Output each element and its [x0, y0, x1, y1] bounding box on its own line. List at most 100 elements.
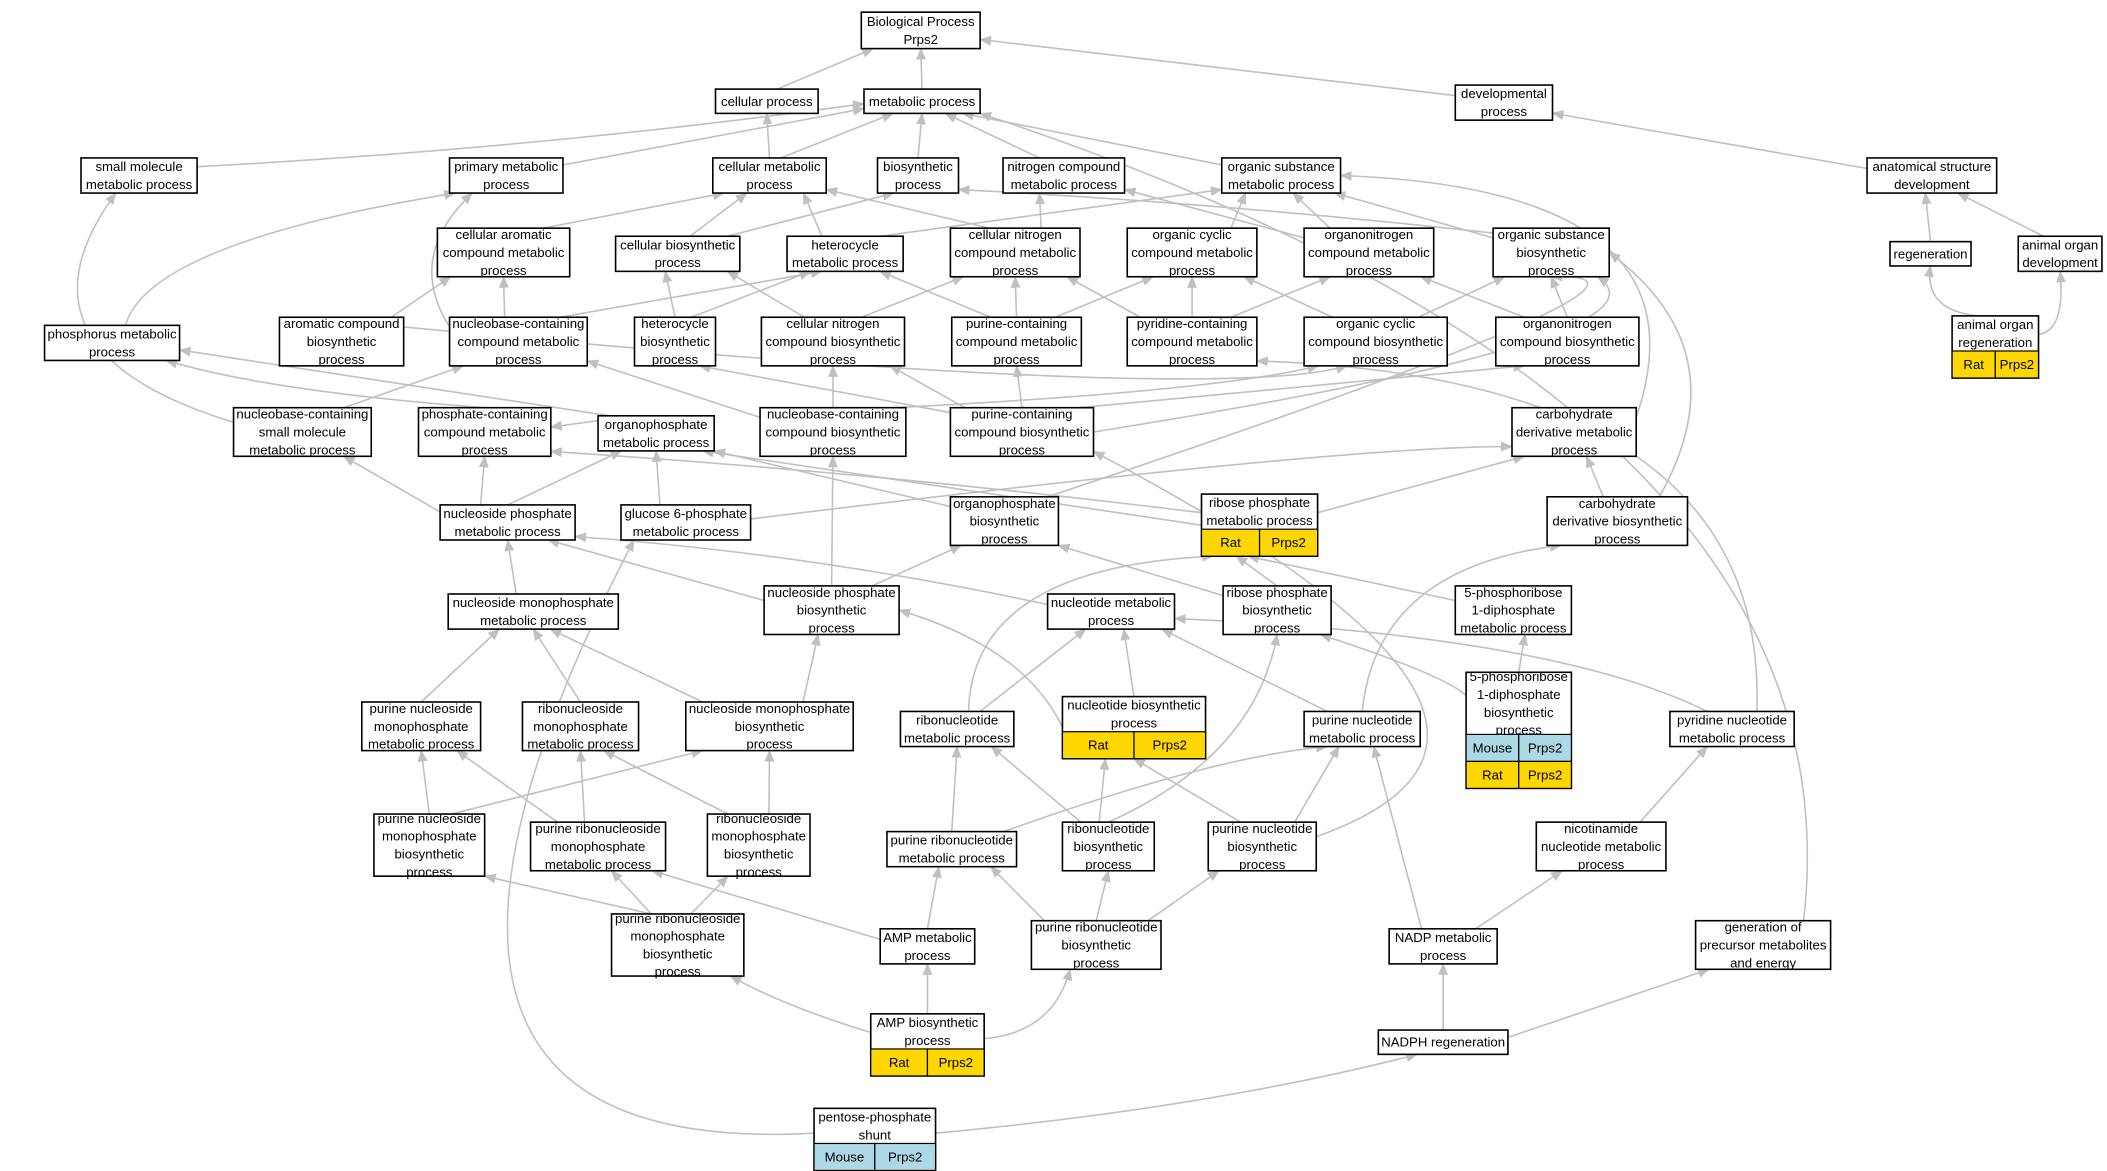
node-label-line: compound biosynthetic — [955, 425, 1090, 440]
edge-cellular-metabolic-to-cellular-process — [762, 112, 773, 158]
node-label-line: ribonucleoside — [538, 701, 623, 716]
edge-cellular-nitrogen-metabolic-to-nitrogen-compound-metabolic — [1035, 192, 1046, 229]
node-label-line: nucleobase-containing — [452, 316, 584, 331]
node-box — [899, 710, 1015, 748]
go-term-node-ribonucleoside-monophosphate-biosynthetic[interactable]: ribonucleosidemonophosphatebiosyntheticp… — [706, 811, 811, 879]
edge-nucleoside-phosphate-metabolic-to-organophosphate-metabolic — [507, 450, 623, 506]
node-label-line: phosphate-containing — [422, 407, 548, 422]
edge-nucleoside-phosphate-metabolic-to-phosphate-containing — [478, 455, 489, 505]
node-box — [43, 324, 181, 362]
node-label-line: process — [1085, 857, 1132, 872]
go-term-node-prpp-biosynthetic[interactable]: 5-phosphoribose1-diphosphatebiosynthetic… — [1465, 669, 1573, 790]
go-term-node-purine-nucleoside-monophosphate-biosynthetic[interactable]: purine nucleosidemonophosphatebiosynthet… — [373, 811, 486, 879]
edge-ribonucleotide-biosynthetic-to-ribose-phosphate-biosynthetic — [1108, 633, 1281, 823]
species-label: Mouse — [825, 1149, 865, 1164]
gene-cell — [1994, 350, 2040, 379]
go-term-node-purine-ribonucleoside-monophosphate-metabolic[interactable]: purine ribonucleosidemonophosphatemetabo… — [529, 821, 667, 872]
edge-nucleotide-biosynthetic-to-nucleoside-phosphate-biosynthetic — [898, 608, 1064, 728]
node-label-line: aromatic compound — [284, 316, 400, 331]
go-term-node-nucleoside-monophosphate-biosynthetic[interactable]: nucleoside monophosphatebiosyntheticproc… — [684, 701, 854, 752]
go-term-node-nadph-regeneration[interactable]: NADPH regeneration — [1377, 1029, 1509, 1056]
go-term-node-cellular-process[interactable]: cellular process — [714, 88, 819, 115]
go-term-node-purine-ribonucleoside-monophosphate-biosynthetic[interactable]: purine ribonucleosidemonophosphatebiosyn… — [610, 911, 745, 979]
node-box — [1046, 593, 1176, 630]
go-term-node-metabolic-process[interactable]: metabolic process — [863, 88, 981, 115]
node-label-line: process — [652, 352, 699, 367]
edge-phosphate-containing-to-phosphorus-metabolic — [165, 358, 485, 409]
go-term-node-regeneration[interactable]: regeneration — [1889, 240, 1972, 267]
node-label-line: cellular nitrogen — [969, 227, 1062, 242]
node-label-line: heterocycle — [641, 316, 708, 331]
edge-purine-ribonucleotide-metabolic-to-ribonucleotide-metabolic — [950, 745, 962, 832]
node-label-line: metabolic process — [480, 613, 587, 628]
node-box — [1303, 316, 1448, 367]
gene-label: Prps2 — [2000, 357, 2034, 372]
node-box — [2017, 235, 2103, 273]
node-label-line: compound biosynthetic — [766, 334, 901, 349]
go-term-node-purine-nucleoside-monophosphate-metabolic[interactable]: purine nucleosidemonophosphatemetabolic … — [360, 701, 482, 752]
edge-purine-containing-biosynthetic-to-purine-containing-metabolic — [1012, 364, 1023, 408]
node-label-line: process — [746, 177, 793, 192]
node-label-line: biosynthetic — [1484, 705, 1554, 720]
node-label-line: metabolic process — [1679, 730, 1786, 745]
